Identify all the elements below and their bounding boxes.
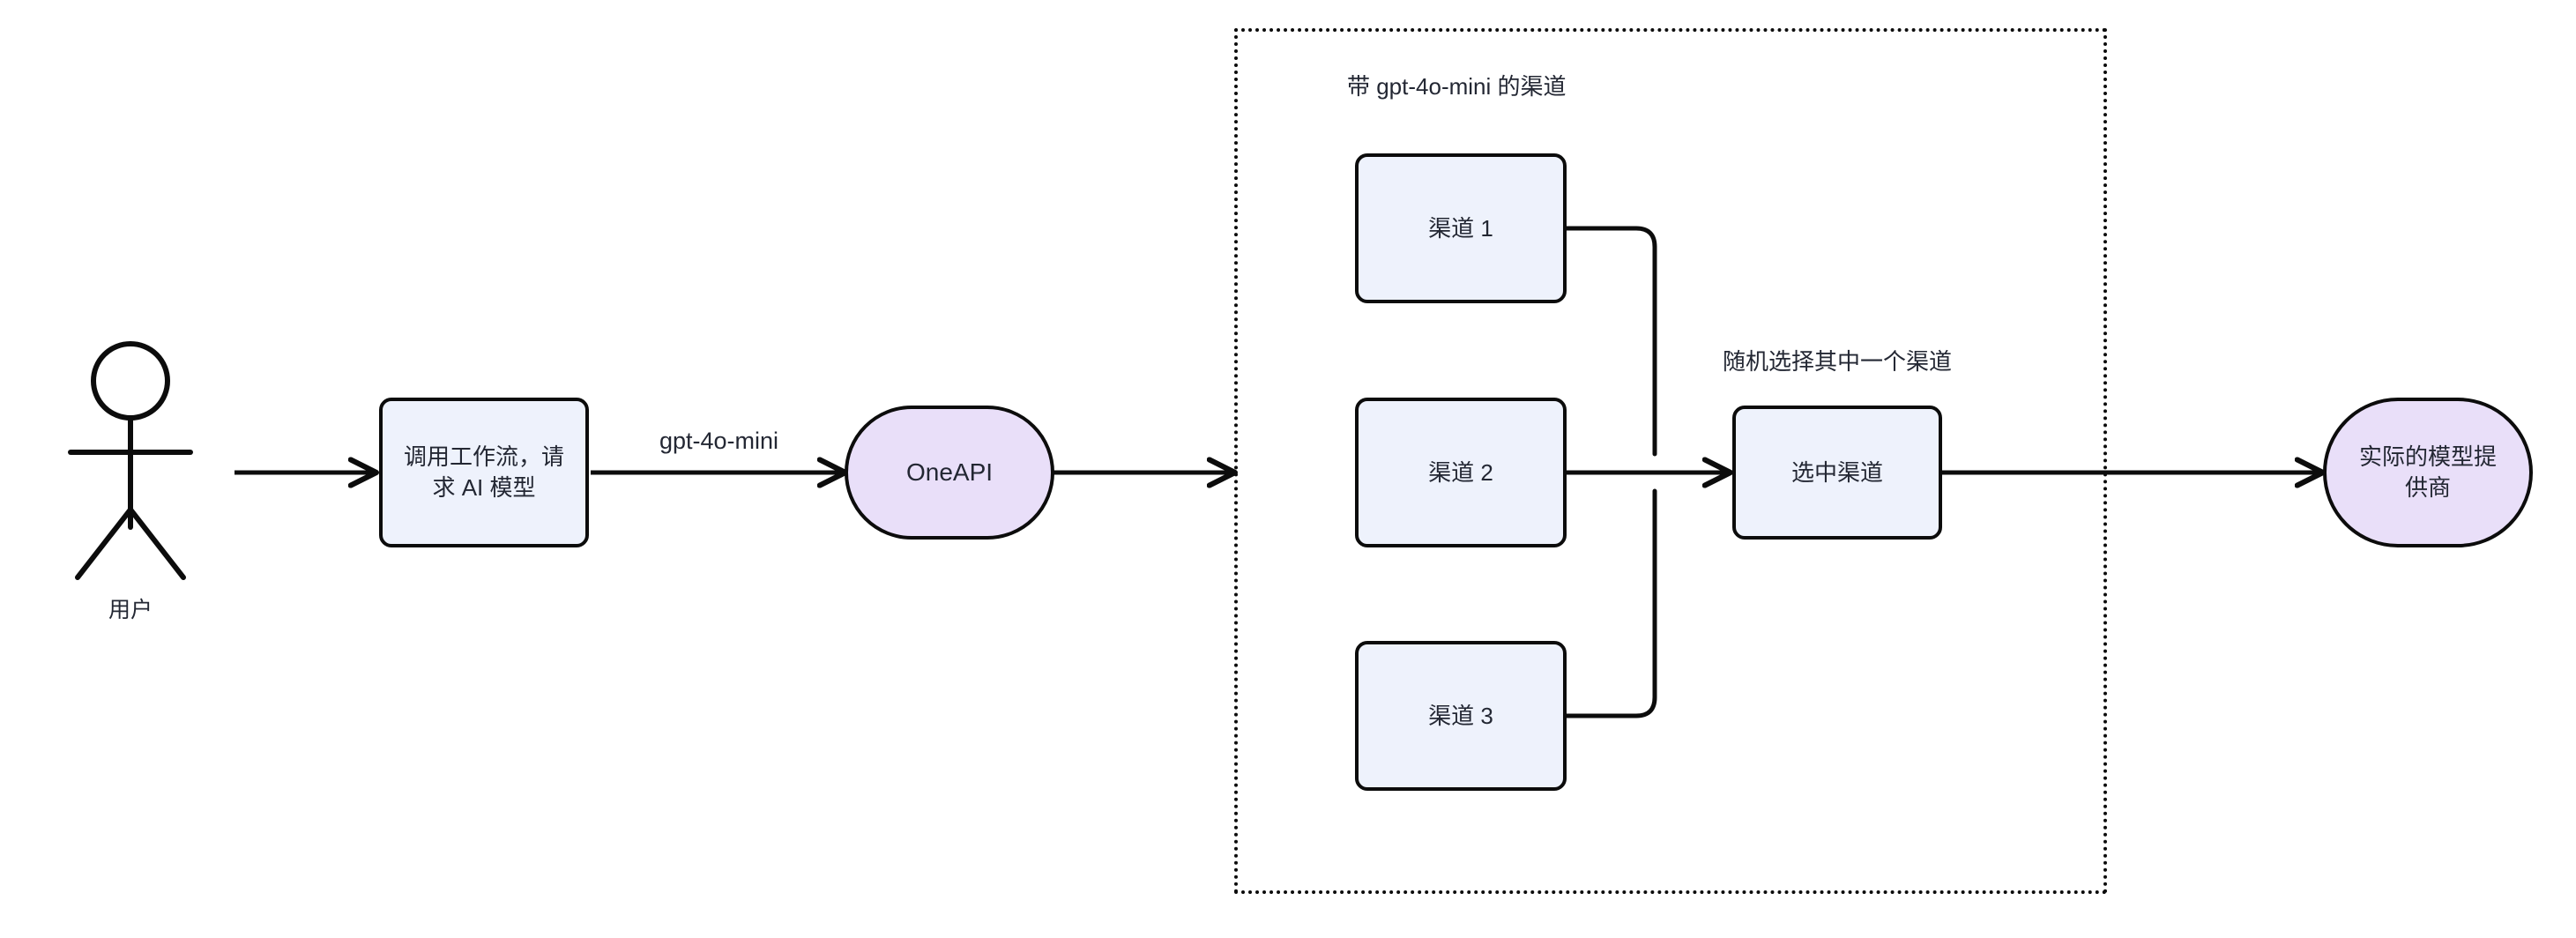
node-channel-2[interactable]: 渠道 2 <box>1355 398 1567 547</box>
node-channel-1[interactable]: 渠道 1 <box>1355 153 1567 303</box>
node-workflow[interactable]: 调用工作流，请 求 AI 模型 <box>379 398 589 547</box>
node-channel-2-label: 渠道 2 <box>1428 458 1493 486</box>
node-channel-3[interactable]: 渠道 3 <box>1355 641 1567 791</box>
node-oneapi[interactable]: OneAPI <box>845 406 1054 540</box>
node-selected-channel-label: 选中渠道 <box>1791 458 1883 486</box>
node-oneapi-label: OneAPI <box>905 458 994 487</box>
node-channel-1-label: 渠道 1 <box>1428 214 1493 242</box>
node-provider-label: 实际的模型提 供商 <box>2358 443 2497 501</box>
node-selected-channel[interactable]: 选中渠道 <box>1732 406 1942 540</box>
user-actor-caption: 用户 <box>108 598 153 622</box>
user-actor-figure <box>68 341 193 580</box>
gpt-4o-mini-channel-group-title: 带 gpt-4o-mini 的渠道 <box>1347 73 1567 100</box>
node-channel-3-label: 渠道 3 <box>1428 702 1493 729</box>
edge-label-random-pick: 随机选择其中一个渠道 <box>1723 348 1953 375</box>
node-workflow-label: 调用工作流，请 求 AI 模型 <box>403 443 564 501</box>
node-provider[interactable]: 实际的模型提 供商 <box>2323 398 2533 547</box>
edge-label-model-name: gpt-4o-mini <box>659 428 779 454</box>
gpt-4o-mini-channel-group[interactable] <box>1234 28 2107 894</box>
